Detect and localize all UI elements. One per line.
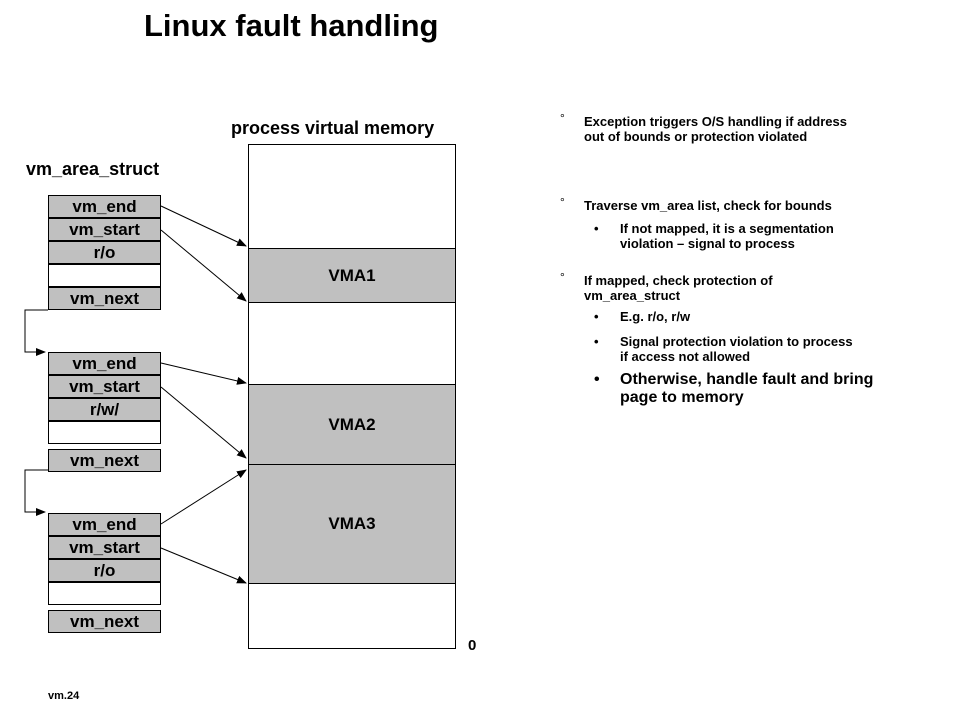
arrow-s2-start	[160, 386, 247, 459]
arrow-s2-end	[160, 362, 247, 385]
struct3-protection: r/o	[48, 559, 161, 582]
struct1-protection: r/o	[48, 241, 161, 264]
slide-title: Linux fault handling	[144, 8, 439, 43]
next-link-1	[24, 309, 48, 356]
struct2-protection: r/w/	[48, 398, 161, 421]
vma3-region: VMA3	[248, 464, 456, 584]
dot-bullet-icon: •	[594, 221, 599, 236]
vma1-region: VMA1	[248, 248, 456, 303]
arrow-s1-end	[160, 205, 247, 247]
struct-heading: vm_area_struct	[26, 159, 160, 179]
struct3-vm-next: vm_next	[48, 610, 161, 633]
struct2-empty-field	[48, 421, 161, 444]
slide-number: vm.24	[48, 690, 80, 702]
struct1-vm-start: vm_start	[48, 218, 161, 241]
struct3-empty-field	[48, 582, 161, 605]
arrow-s3-start	[160, 547, 247, 584]
memory-heading: process virtual memory	[231, 118, 435, 138]
next-link-2	[24, 469, 48, 516]
address-zero-label: 0	[468, 637, 477, 654]
struct2-vm-start: vm_start	[48, 375, 161, 398]
struct1-vm-next: vm_next	[48, 287, 161, 310]
arrow-s1-start	[160, 229, 247, 302]
struct2-vm-end: vm_end	[48, 352, 161, 375]
dot-bullet-icon: •	[594, 334, 599, 349]
struct3-vm-end: vm_end	[48, 513, 161, 536]
degree-bullet-icon: °	[560, 195, 565, 209]
struct1-empty-field	[48, 264, 161, 287]
struct3-vm-start: vm_start	[48, 536, 161, 559]
struct2-vm-next: vm_next	[48, 449, 161, 472]
vma2-region: VMA2	[248, 384, 456, 465]
arrow-s3-end	[160, 469, 247, 525]
dot-bullet-icon: •	[594, 371, 600, 388]
struct1-vm-end: vm_end	[48, 195, 161, 218]
dot-bullet-icon: •	[594, 309, 599, 324]
degree-bullet-icon: °	[560, 270, 565, 284]
degree-bullet-icon: °	[560, 111, 565, 125]
